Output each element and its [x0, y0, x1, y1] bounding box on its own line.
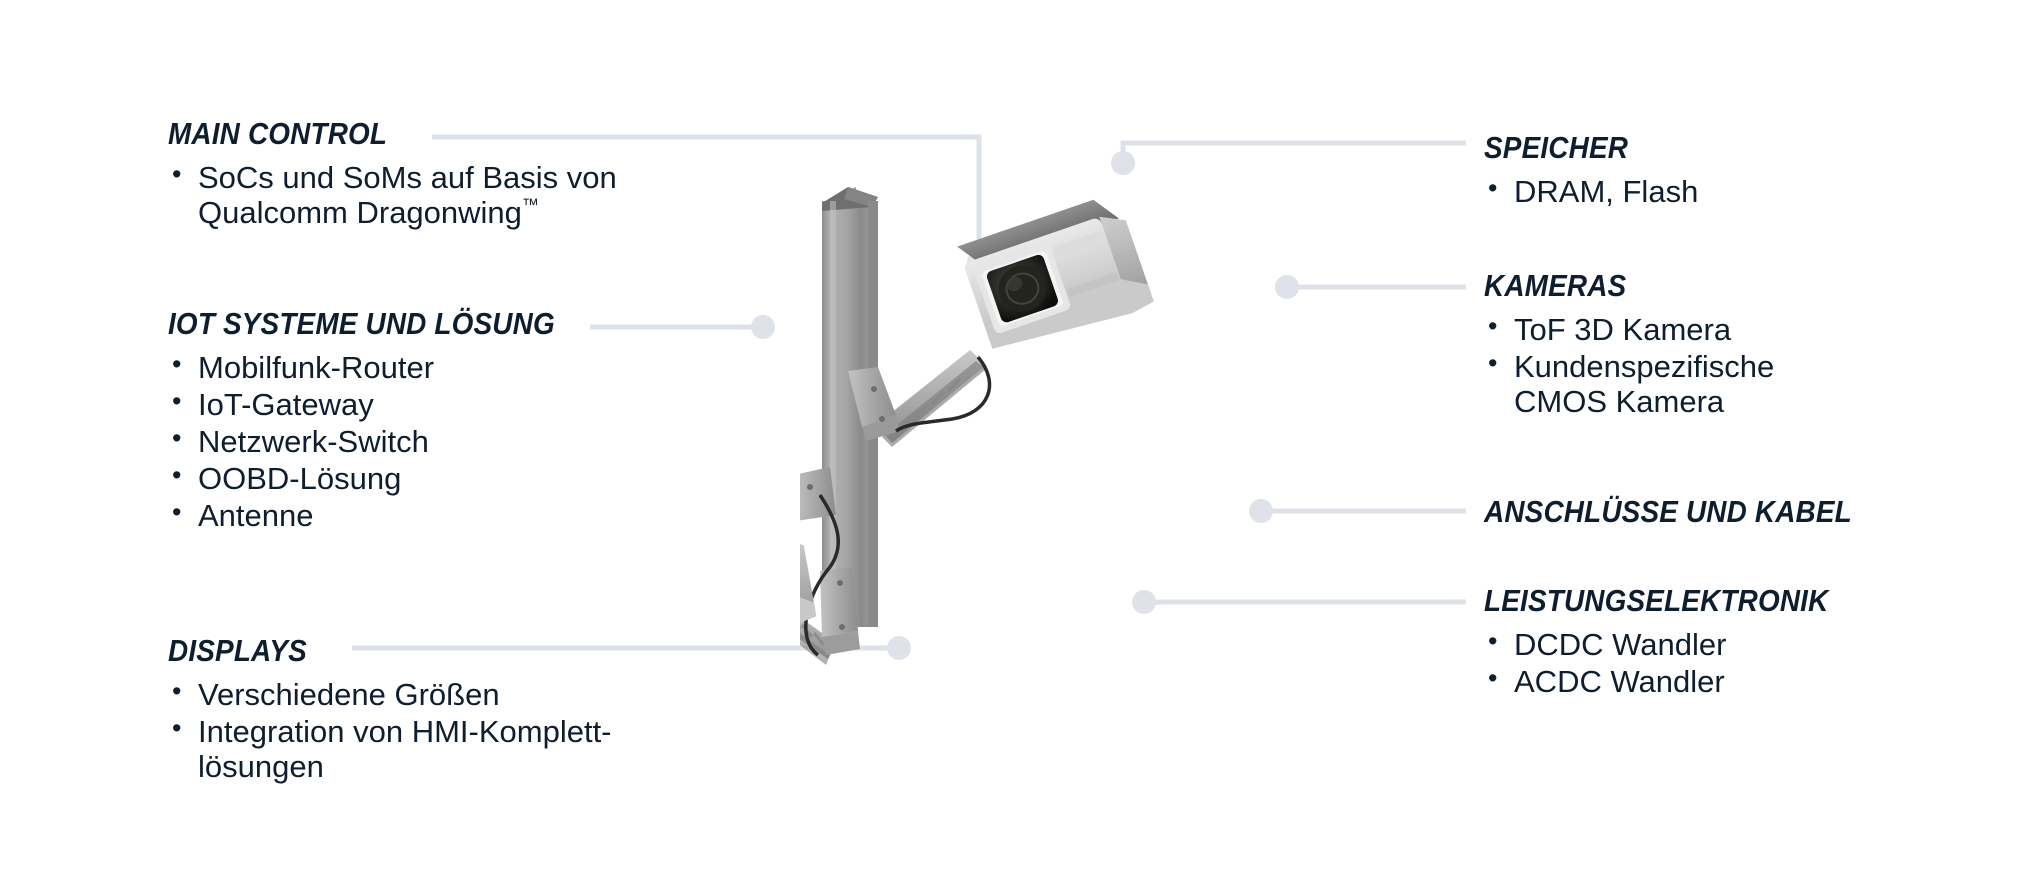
- bracket-lower: [820, 567, 860, 655]
- camera-cable-middle: [818, 494, 841, 569]
- connector-dot-kameras: [1275, 275, 1299, 299]
- section-leistungselektronik: LEISTUNGSELEKTRONIK DCDC Wandler ACDC Wa…: [1484, 585, 2042, 701]
- section-title-main-control: MAIN CONTROL: [168, 116, 388, 151]
- list-item: Verschiedene Größen: [168, 676, 768, 712]
- camera-upper-right: [848, 199, 1154, 447]
- section-main-control: MAIN CONTROL SoCs und SoMs auf Basis von…: [168, 118, 728, 232]
- section-title-kameras: KAMERAS: [1484, 268, 1627, 303]
- section-anschluesse-und-kabel: ANSCHLÜSSE UND KABEL: [1484, 496, 2042, 538]
- list-item: SoCs und SoMs auf Basis von Qualcomm Dra…: [168, 159, 728, 231]
- connector-dot-anschluesse: [1249, 499, 1273, 523]
- bullet-list-main-control: SoCs und SoMs auf Basis von Qualcomm Dra…: [168, 159, 728, 231]
- list-item: Integration von HMI-Komplett- lösungen: [168, 713, 768, 784]
- section-title-leistungselektronik: LEISTUNGSELEKTRONIK: [1484, 583, 1829, 618]
- section-title-displays: DISPLAYS: [168, 633, 307, 668]
- list-item: Antenne: [168, 497, 768, 533]
- list-item: ToF 3D Kamera: [1484, 311, 2024, 347]
- list-item: IoT-Gateway: [168, 386, 768, 422]
- bullet-list-kameras: ToF 3D Kamera Kundenspezifische CMOS Kam…: [1484, 311, 2024, 419]
- cctv-camera-pole-illustration: [800, 187, 1154, 665]
- list-item: Kundenspezifische CMOS Kamera: [1484, 348, 2024, 419]
- list-item: OOBD-Lösung: [168, 460, 768, 496]
- camera-middle-left: [800, 467, 841, 569]
- section-speicher: SPEICHER DRAM, Flash: [1484, 132, 2024, 211]
- bullet-list-leistungselektronik: DCDC Wandler ACDC Wandler: [1484, 626, 2042, 699]
- list-item: Netzwerk-Switch: [168, 423, 768, 459]
- bullet-text: SoCs und SoMs auf Basis von Qualcomm Dra…: [198, 160, 617, 231]
- camera-body-lower: [800, 537, 817, 638]
- list-item: Mobilfunk-Router: [168, 349, 768, 385]
- section-title-speicher: SPEICHER: [1484, 130, 1629, 165]
- section-title-iot: IOT SYSTEME UND LÖSUNG: [168, 306, 555, 341]
- connector-speicher: [1120, 140, 1466, 163]
- bullet-list-iot: Mobilfunk-Router IoT-Gateway Netzwerk-Sw…: [168, 349, 768, 533]
- camera-cable-upper: [895, 355, 992, 433]
- list-item: ACDC Wandler: [1484, 663, 2042, 699]
- list-item: DRAM, Flash: [1484, 173, 2024, 209]
- bullet-list-speicher: DRAM, Flash: [1484, 173, 2024, 209]
- connector-dot-speicher: [1111, 151, 1135, 175]
- section-title-anschluesse: ANSCHLÜSSE UND KABEL: [1484, 494, 1852, 529]
- camera-body-upper: [957, 199, 1154, 349]
- trademark-symbol: ™: [521, 195, 540, 215]
- bracket-upper: [848, 367, 900, 441]
- section-iot-systeme: IOT SYSTEME UND LÖSUNG Mobilfunk-Router …: [168, 308, 768, 535]
- section-kameras: KAMERAS ToF 3D Kamera Kundenspezifische …: [1484, 270, 2024, 421]
- bullet-list-displays: Verschiedene Größen Integration von HMI-…: [168, 676, 768, 784]
- section-displays: DISPLAYS Verschiedene Größen Integration…: [168, 635, 768, 786]
- camera-lower: [800, 537, 860, 665]
- list-item: DCDC Wandler: [1484, 626, 2042, 662]
